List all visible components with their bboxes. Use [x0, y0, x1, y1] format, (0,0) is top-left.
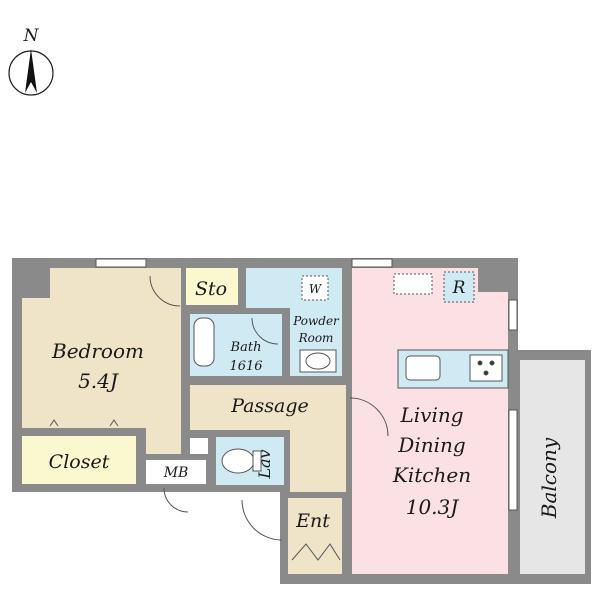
passage-hall-floor — [146, 428, 181, 454]
entrance-label: Ent — [295, 510, 330, 532]
ldk-label-line3: Kitchen — [392, 463, 471, 487]
bedroom-window — [95, 258, 147, 268]
mb-floor — [146, 460, 206, 484]
mb-label: MB — [163, 465, 189, 481]
ldk-door-swing — [349, 397, 389, 437]
bathtub-icon — [193, 317, 215, 367]
fridge-label: R — [452, 278, 466, 298]
stove-icon — [469, 354, 503, 382]
passage-floor — [190, 385, 346, 492]
toilet-icon — [221, 448, 255, 474]
fridge-icon — [443, 271, 475, 303]
balcony-label: Balcony — [537, 437, 561, 519]
ldk-floor — [352, 268, 508, 574]
ldk-size: 10.3J — [406, 495, 460, 519]
stove-burner-icon — [483, 370, 489, 376]
storage-label: Sto — [195, 278, 227, 300]
north-compass: N — [8, 26, 54, 96]
bedroom-size: 5.4J — [78, 369, 119, 393]
bath-size: 1616 — [229, 359, 262, 374]
stove-burner-icon — [489, 360, 495, 366]
ldk-window-right-1 — [508, 299, 518, 331]
bedroom-door-swing — [149, 275, 181, 307]
sink-bowl-icon — [305, 352, 331, 370]
washer-label: W — [309, 282, 323, 296]
closet-label: Closet — [49, 451, 110, 473]
bedroom-floor — [22, 268, 181, 428]
toilet-tank-icon — [252, 450, 262, 472]
ldk-window-top — [351, 258, 393, 268]
entrance-floor — [288, 498, 342, 574]
washer-icon — [301, 275, 329, 301]
room-labels: Bedroom 5.4J Closet MB Sto Bath 1616 W P… — [49, 278, 561, 532]
ldk-label-line1: Living — [399, 403, 463, 427]
interior-details — [49, 258, 518, 561]
lav-label: Lav — [255, 449, 274, 479]
compass-label: N — [23, 26, 40, 46]
kitchen-sink-icon — [405, 355, 441, 381]
closet-door-marks — [49, 419, 119, 427]
powder-room-label-line2: Room — [298, 331, 334, 345]
shoe-box-icon — [291, 543, 341, 561]
bedroom-label: Bedroom — [51, 339, 144, 363]
compass-needle-icon — [25, 49, 37, 93]
ldk-window-right-2 — [508, 409, 518, 511]
range-hood-icon — [393, 273, 433, 295]
closet-floor — [22, 436, 136, 484]
passage-label: Passage — [230, 395, 309, 417]
bath-door-swing — [251, 317, 279, 345]
storage-floor — [186, 268, 238, 305]
ldk-label-line2: Dining — [397, 433, 465, 457]
balcony-floor — [520, 360, 585, 574]
utility-niche — [190, 438, 208, 454]
entry-door-swing — [241, 499, 283, 541]
room-floors — [22, 268, 585, 574]
stove-burner-icon — [477, 360, 483, 366]
bath-label: Bath — [230, 340, 262, 355]
powder-room-label-line1: Powder — [292, 314, 340, 328]
mb-door-swing — [163, 487, 189, 513]
